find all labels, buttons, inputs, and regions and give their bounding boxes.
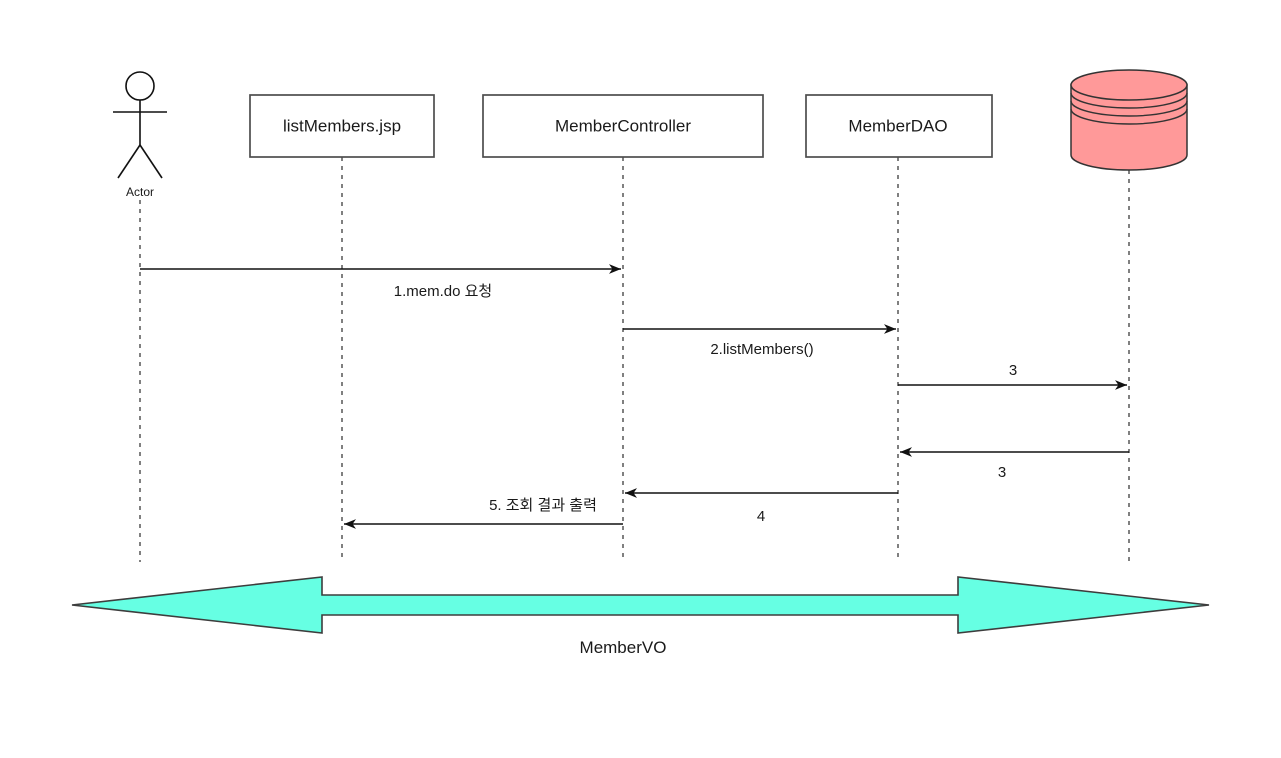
lifelines-group — [139, 157, 1130, 562]
participant-membercontroller[interactable]: MemberController — [482, 94, 764, 158]
participant-actor[interactable]: Actor — [113, 71, 167, 199]
message-1[interactable]: 1.mem.do 요청 — [140, 264, 621, 300]
actor-leg-left-line — [117, 144, 141, 179]
message-5[interactable]: 4 — [625, 488, 898, 525]
message-2-label: 2.listMembers() — [710, 341, 813, 358]
message-3[interactable]: 3 — [898, 362, 1127, 390]
actor-head-icon — [125, 71, 155, 101]
actor-label: Actor — [126, 185, 154, 199]
message-3-label: 3 — [1009, 362, 1017, 379]
participant-memberdao[interactable]: MemberDAO — [805, 94, 993, 158]
message-4-label: 3 — [998, 464, 1006, 481]
lifeline-box-label-memberdao: MemberDAO — [848, 116, 947, 135]
database-icon-top-ellipse — [1070, 69, 1188, 101]
participant-database[interactable] — [1070, 69, 1188, 171]
actor-leg-right-line — [139, 144, 163, 179]
participant-listmembers-jsp[interactable]: listMembers.jsp — [249, 94, 435, 158]
lifeline-box-label-listmembers-jsp: listMembers.jsp — [283, 116, 401, 135]
membervo-band-label: MemberVO — [580, 638, 667, 657]
message-1-label: 1.mem.do 요청 — [394, 283, 492, 300]
message-6[interactable]: 5. 조회 결과 출력 — [344, 497, 623, 529]
database-icon-ring-1 — [1070, 92, 1188, 109]
lifeline-box-listmembers-jsp — [249, 94, 435, 158]
membervo-band[interactable]: MemberVO — [71, 576, 1210, 657]
message-2[interactable]: 2.listMembers() — [623, 324, 896, 358]
database-icon-ring-3 — [1070, 108, 1188, 125]
lifeline-box-memberdao — [805, 94, 993, 158]
message-6-label: 5. 조회 결과 출력 — [489, 497, 597, 514]
membervo-double-arrow-shape — [71, 576, 1210, 634]
lifeline-box-label-membercontroller: MemberController — [555, 116, 691, 135]
message-4[interactable]: 3 — [900, 447, 1129, 481]
message-5-label: 4 — [757, 508, 765, 525]
lifeline-box-membercontroller — [482, 94, 764, 158]
database-icon-ring-2 — [1070, 100, 1188, 117]
